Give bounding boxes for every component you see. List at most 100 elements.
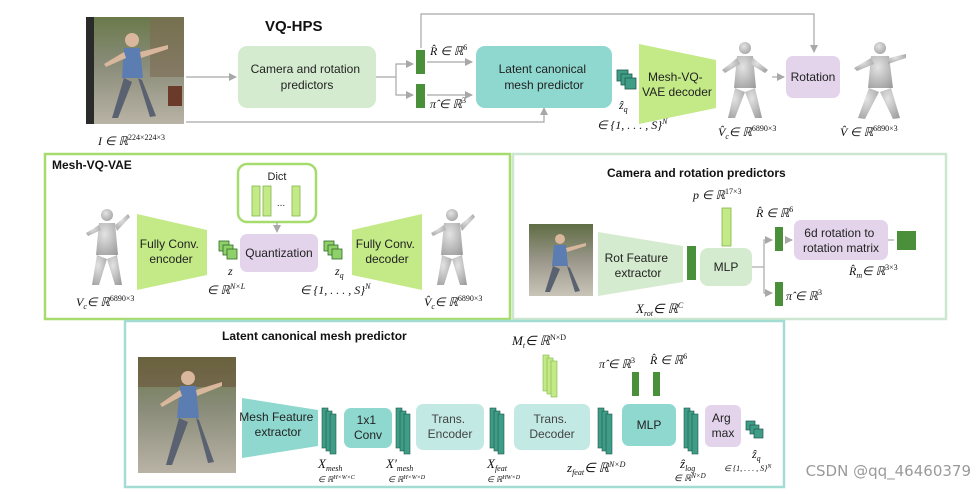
dict-dots: ... [277,198,285,209]
mesh-vqvae-decoder-shape [639,44,716,124]
latent-predictor-box [476,46,612,108]
xmesh-prime-label: X′mesh [385,456,413,473]
camera-predictor-box [238,46,376,108]
xmesh-tensor-stack [321,407,337,455]
xmesh-prime-set-label: ∈ ℝH×W×D [388,475,426,484]
camera-mlp-label: MLP [714,260,739,274]
rotation-box [786,56,840,98]
camera-input-image [529,224,593,296]
vc-hat-label: V̂c∈ ℝ6890×3 [718,124,776,141]
vqvae-input-mesh [86,209,130,285]
top-pipeline: VQ-HPS I ∈ ℝ224×224×3 Camera and rotatio… [86,13,906,148]
camera-panel-border [511,152,948,321]
rhat-label: R̂ ∈ ℝ6 [755,205,793,220]
rot-feature-extractor-shape [598,232,683,296]
vqvae-output-mesh [431,209,475,285]
z-tokens-icon [218,240,238,260]
xmesh-prime-tensor-stack [395,407,411,455]
trans-decoder-box [514,404,590,450]
latent-input-image [138,357,236,473]
camera-panel-title: Camera and rotation predictors [607,166,786,180]
xfeat-label: Xfeat [486,456,508,473]
argmax-label: Arg max [712,411,735,440]
mesh-vqvae-title: Mesh-VQ-VAE [52,158,132,172]
arrow-image-to-latent [186,107,548,123]
xfeat-tensor-stack [489,407,505,455]
latent-panel-border [123,319,786,489]
rhat-label: R̂ ∈ ℝ6 [429,43,467,58]
rhat-tensor [653,372,660,396]
xrot-tensor [687,246,696,280]
conv-label: 1x1 Conv [354,413,382,442]
latent-mlp-box [622,404,676,446]
input-image [86,17,184,124]
dict-entry [262,185,272,217]
rhat-label: R̂ ∈ ℝ6 [649,352,687,367]
p-tensor [721,207,732,247]
xfeat-set-label: ∈ ℝHW×D [487,475,521,484]
conv-box [344,408,392,448]
mt-label: Mt∈ ℝN×D [511,333,566,350]
dict-label: Dict [268,171,287,183]
zq-set-label: ∈ {1, . . . , S}N [300,282,371,297]
rotation-label: Rotation [791,70,836,84]
mesh-feature-extractor-shape [242,398,318,458]
trans-encoder-box [416,404,484,450]
dict-entry [291,185,301,217]
camera-predictor-label: Camera and rotation predictors [251,62,364,92]
zq-label: ẑq [618,98,628,114]
watermark: CSDN @qq_46460379 [805,462,971,480]
latent-predictor-label: Latent canonical mesh predictor [499,62,590,92]
pihat-tensor [775,282,783,306]
quantization-label: Quantization [245,246,312,260]
rot-feature-extractor-label: Rot Feature extractor [605,251,672,280]
zq-tokens-icon [745,420,764,439]
pihat-tensor [416,84,425,108]
z-set-label: ∈ ℝN×L [207,282,246,297]
v-hat-label: V̂ ∈ ℝ6890×3 [840,124,898,139]
z-label: z [227,264,233,278]
zq-label: zq [334,264,344,280]
arrow-to-rhat [395,60,414,77]
rhat-tensor [775,227,783,251]
zq-set-label: ∈ {1, . . . , S}N [724,464,772,473]
arrow-rotation-bypass [420,13,818,53]
pihat-label: π̂ ∈ ℝ3 [430,96,466,111]
mesh-vqvae-panel-border [43,152,512,321]
vc-input-label: Vc∈ ℝ6890×3 [76,294,134,311]
zq-tokens-icon [323,240,343,260]
latent-mlp-label: MLP [637,418,662,432]
mesh-feature-extractor-label: Mesh Feature extractor [239,410,316,439]
pihat-tensor [632,372,639,396]
rm-label: R̂m∈ ℝ3×3 [848,263,898,280]
quantization-box [240,234,318,272]
vqvae-decoder-label: Fully Conv. decoder [356,237,418,266]
zlog-tensor-stack [683,407,699,455]
mesh-vqvae-decoder-label: Mesh-VQ- VAE decoder [642,70,712,99]
trans-decoder-label: Trans. Decoder [529,412,574,441]
zlog-set-label: ∈ ℝN×D [674,472,706,483]
arrow-to-pihat [395,77,414,99]
pihat-label: π̂ ∈ ℝ3 [599,356,635,371]
trans-encoder-label: Trans. Encoder [428,412,473,441]
zq-tokens-icon [616,69,637,90]
camera-mlp-box [700,248,752,286]
rhat-tensor [416,50,425,74]
pihat-label: π̂ ∈ ℝ3 [786,288,822,303]
p-label: p ∈ ℝ17×3 [692,187,741,202]
vc-output-label: V̂c∈ ℝ6890×3 [424,294,482,311]
xrot-label: Xrot∈ ℝC [635,301,684,318]
mt-tensor-stack [542,354,558,398]
rm-tensor [897,231,916,250]
input-math-label: I ∈ ℝ224×224×3 [97,133,165,148]
latent-panel-title: Latent canonical mesh predictor [222,329,407,343]
latent-panel: Latent canonical mesh predictor Mesh Fea… [123,319,786,489]
posed-mesh-figure [854,42,906,119]
argmax-box [705,405,741,447]
vqvae-encoder-shape [137,214,207,290]
dict-entry [251,185,261,217]
zfeat-tensor-stack [597,407,613,455]
mesh-vqvae-panel: Mesh-VQ-VAE Dict ... Vc∈ ℝ6890×3 Fully C… [43,152,512,321]
arrow-to-rhat [763,236,773,267]
